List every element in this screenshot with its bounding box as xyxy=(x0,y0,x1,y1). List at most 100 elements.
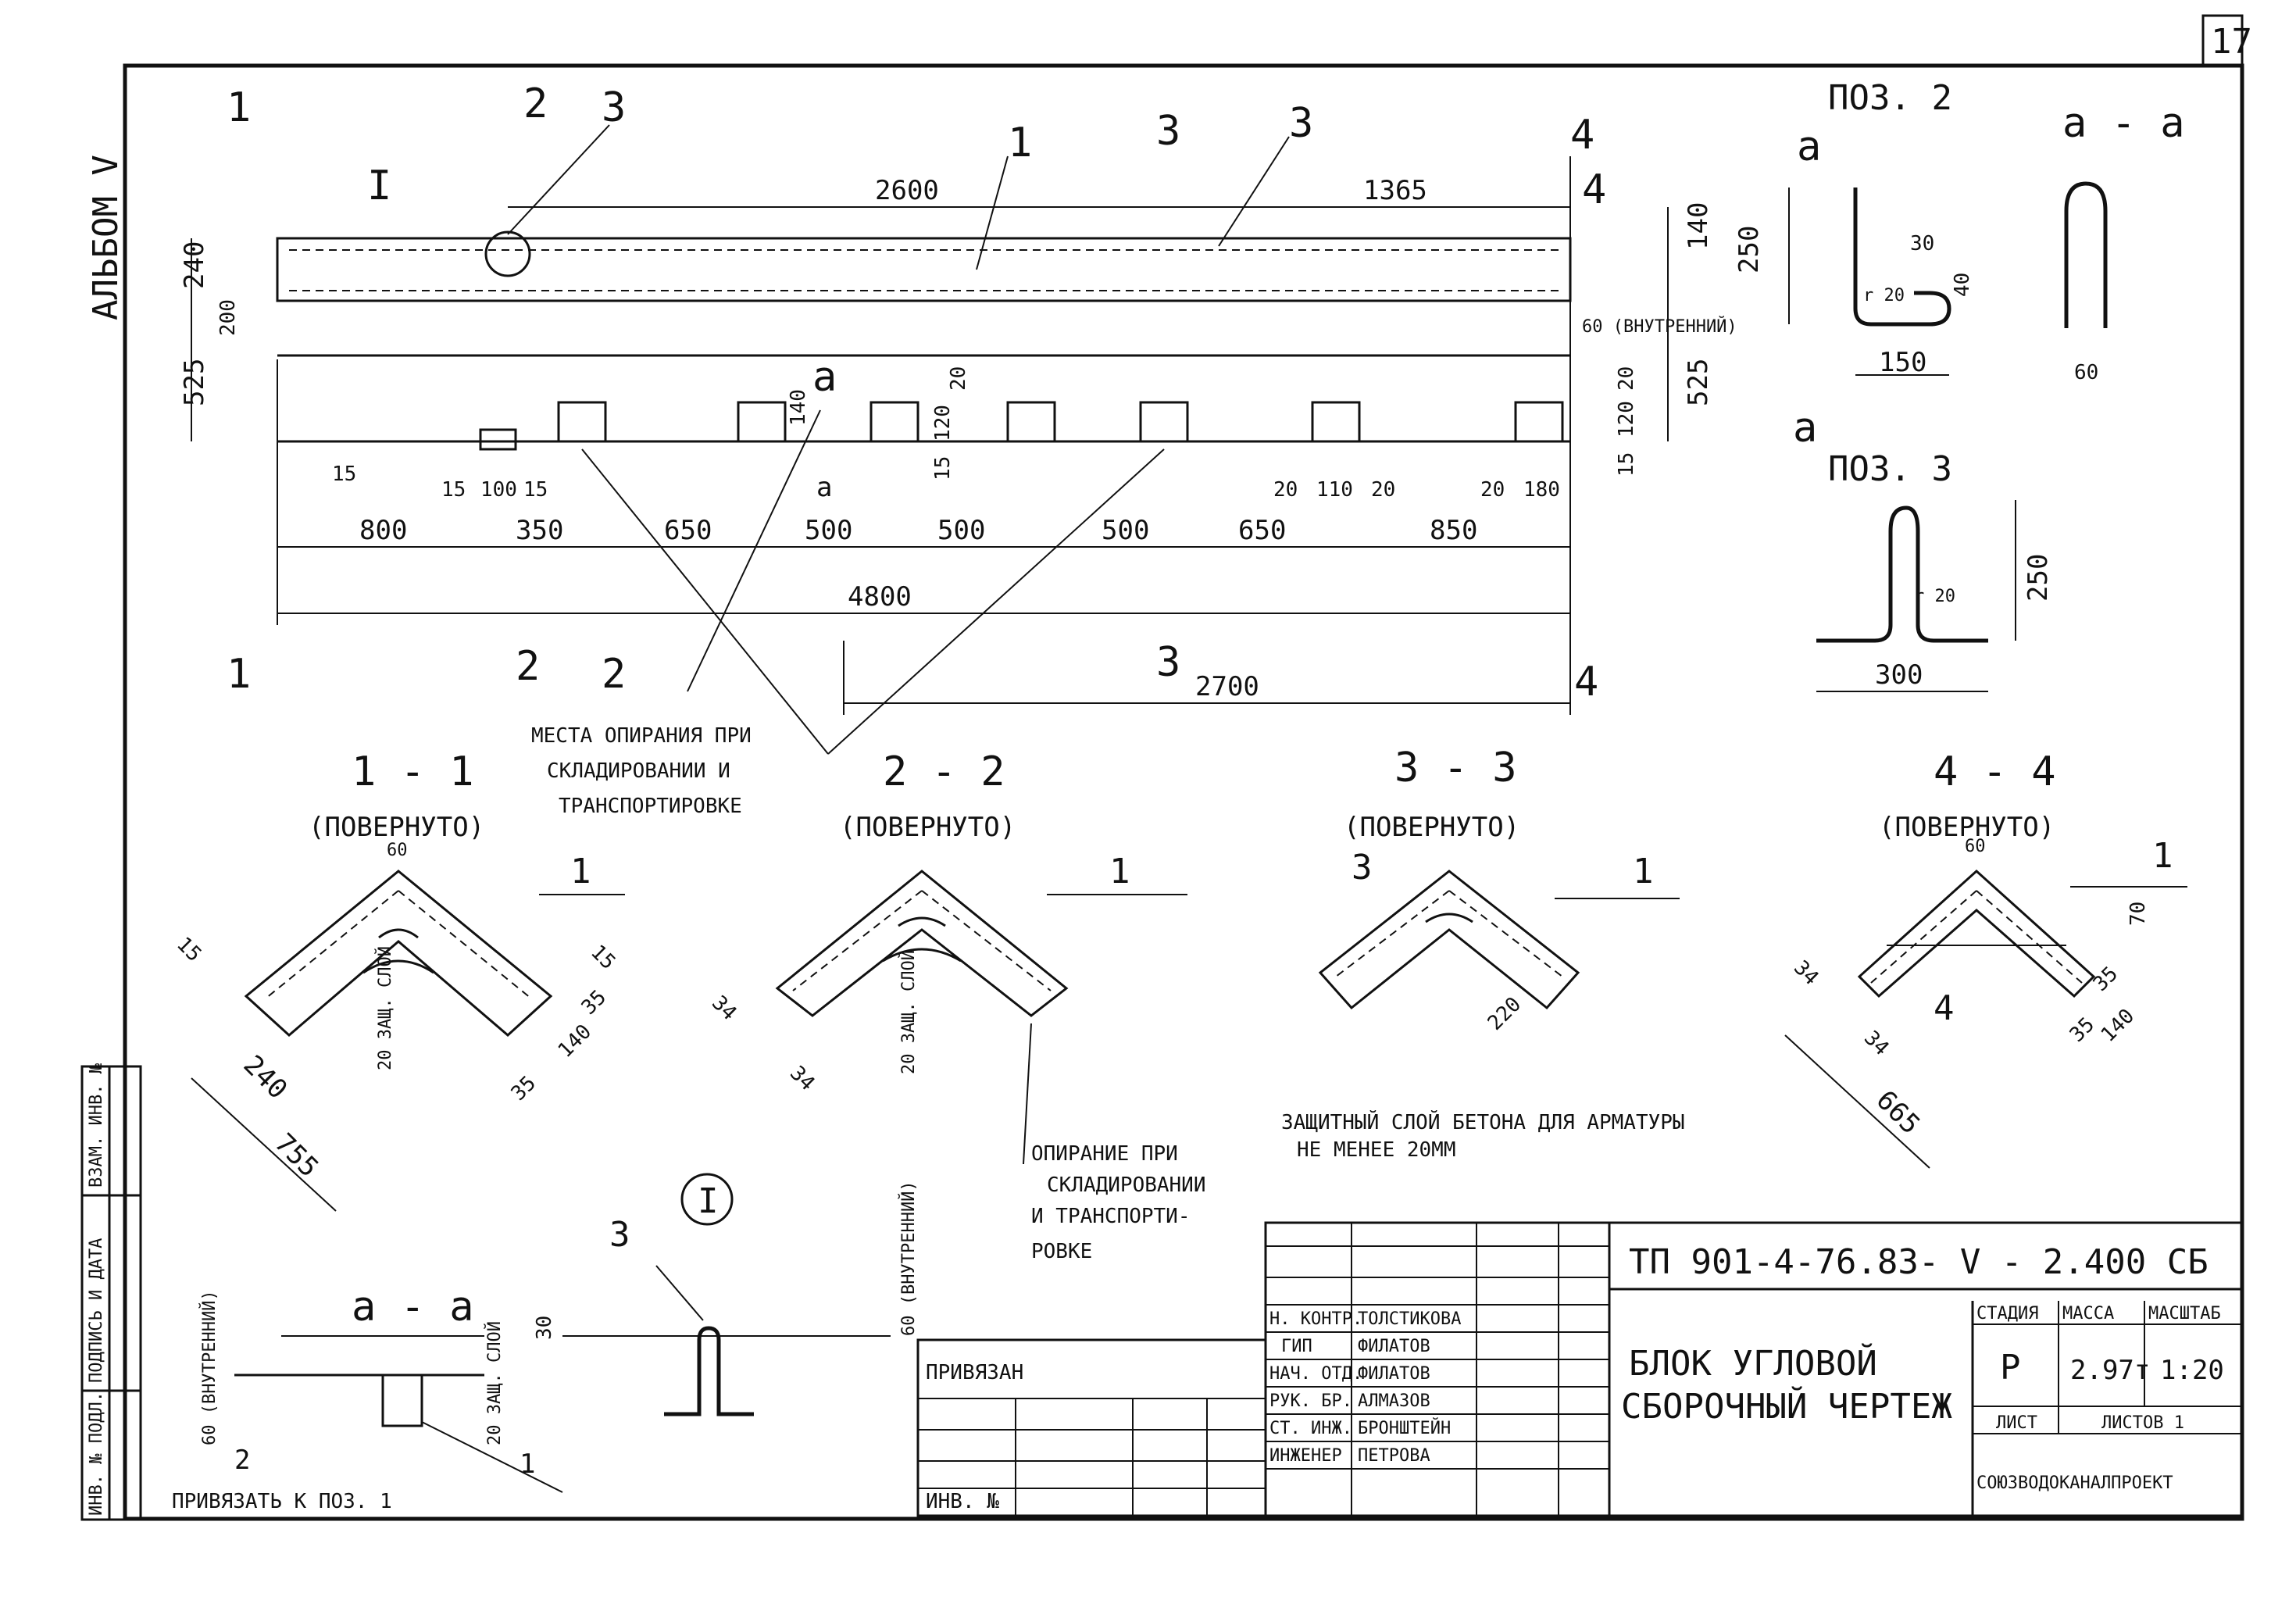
leader-line xyxy=(976,155,1009,270)
stage-value: Р xyxy=(2000,1348,2021,1388)
document-name: СБОРОЧНЫЙ ЧЕРТЕЖ xyxy=(1621,1385,1952,1427)
role: СТ. ИНЖ. xyxy=(1269,1419,1352,1438)
support-note2: И ТРАНСПОРТИ- xyxy=(1031,1205,1191,1228)
section-mark: 2 xyxy=(523,80,548,127)
role: Н. КОНТР. xyxy=(1269,1309,1362,1329)
section-dim: 140 xyxy=(2097,1005,2139,1047)
opening xyxy=(557,401,607,443)
section-aa-title: a - a xyxy=(2062,100,2185,147)
section-dim: 34 xyxy=(785,1062,819,1095)
section-aa-bottom-title: a - a xyxy=(352,1284,474,1331)
pos2-bar xyxy=(1853,188,1951,327)
sheet-number: 17 xyxy=(2211,22,2252,62)
pos2-title: ПОЗ. 2 xyxy=(1828,78,1952,118)
section-2-2: 2 - 2 (ПОВЕРНУТО) 1 34 34 20 ЗАЩ. СЛОЙ xyxy=(707,748,1187,1165)
dim-small: 15 xyxy=(441,478,466,502)
dim-small: 20 xyxy=(947,366,970,391)
dim-chain: 500 xyxy=(937,515,985,546)
side-stamp-box xyxy=(80,1065,142,1521)
support-note2: ОПИРАНИЕ ПРИ xyxy=(1031,1142,1178,1166)
section-mark: 2 xyxy=(516,643,540,690)
pos2-dim-30: 30 xyxy=(1910,232,1934,255)
section-dim: 35 xyxy=(507,1072,541,1106)
dim-small: 15 xyxy=(931,456,955,480)
opening xyxy=(737,401,787,443)
leader-line xyxy=(655,1265,704,1321)
section-bar-label: 1 xyxy=(1109,852,1130,891)
dim-line xyxy=(191,1077,337,1212)
section-rebar xyxy=(882,916,962,963)
pos3-dim-250: 250 xyxy=(2023,554,2054,602)
person-name: АЛМАЗОВ xyxy=(1358,1391,1430,1411)
dim-small: 20 xyxy=(1273,478,1298,502)
support-note2: СКЛАДИРОВАНИИ xyxy=(1047,1173,1206,1197)
linked-label: ПРИВЯЗАН xyxy=(926,1361,1023,1384)
section-rebar xyxy=(1335,890,1563,977)
title-block: ПРИВЯЗАН ИНВ. № Н. КОНТР. ГИП НАЧ. ОТД. … xyxy=(916,1221,2244,1517)
dim-525: 525 xyxy=(179,359,210,406)
role: ИНЖЕНЕР xyxy=(1269,1446,1342,1466)
leader-line xyxy=(1218,136,1290,247)
person-name: ТОЛСТИКОВА xyxy=(1358,1309,1461,1329)
dim-line xyxy=(1784,1034,1930,1169)
role: ГИП xyxy=(1281,1337,1312,1356)
section-3-3: 3 - 3 (ПОВЕРНУТО) 1 3 220 xyxy=(1318,745,1680,1035)
section-cover: 20 ЗАЩ. СЛОЙ xyxy=(898,950,919,1074)
section-mark: 3 xyxy=(1156,639,1180,686)
mass-value: 2.97т xyxy=(2070,1355,2150,1386)
pos2-a-mark: a xyxy=(1797,123,1821,170)
title-box xyxy=(1264,1221,2244,1517)
a-mark: a xyxy=(812,354,837,401)
leader-line xyxy=(687,409,821,692)
dim-15: 15 xyxy=(1615,452,1638,477)
person-name: ФИЛАТОВ xyxy=(1358,1337,1430,1356)
pos2-dim-150: 150 xyxy=(1879,347,1926,378)
leader-line xyxy=(1023,1023,1032,1165)
leader-line xyxy=(581,448,829,755)
opening xyxy=(1514,401,1564,443)
dim-chain: 650 xyxy=(664,515,712,546)
section-aa-bottom-label: 60 (ВНУТРЕННИЙ) xyxy=(199,1290,220,1445)
section-title: 1 - 1 xyxy=(352,748,474,795)
dim-chain: 350 xyxy=(516,515,563,546)
dim-small: 20 xyxy=(1371,478,1395,502)
section-dim: 15 xyxy=(586,941,620,974)
opening xyxy=(1311,401,1361,443)
section-aa-bar xyxy=(2064,181,2108,328)
section-dim: 755 xyxy=(269,1127,325,1184)
section-mark: 4 xyxy=(1570,112,1594,159)
dim-small: 110 xyxy=(1316,478,1353,502)
position-label: 3 xyxy=(1289,100,1313,147)
section-pos: 4 xyxy=(1934,988,1955,1028)
section-aa-dim: 60 xyxy=(2074,361,2098,384)
opening xyxy=(1006,401,1056,443)
document-name: БЛОК УГЛОВОЙ xyxy=(1629,1342,1877,1384)
dim-small: 180 xyxy=(1523,478,1560,502)
section-pos: 3 xyxy=(1352,848,1373,888)
plan-view: 1 2 3 4 1 2 3 4 I 1 3 3 4 2 2600 1365 24… xyxy=(179,80,1737,818)
album-label: АЛЬБОМ V xyxy=(86,155,126,320)
section-dim: 665 xyxy=(1870,1084,1926,1141)
section-note: (ПОВЕРНУТО) xyxy=(309,812,484,843)
stage-label: СТАДИЯ xyxy=(1976,1304,2038,1323)
support-note: СКЛАДИРОВАНИИ И xyxy=(547,759,730,783)
pos3-detail: ПОЗ. 3 250 r 20 300 xyxy=(1816,449,2054,692)
dim-1365: 1365 xyxy=(1363,175,1427,206)
side-stamp: ИНВ. № ПОДЛ. ПОДПИСЬ И ДАТА ВЗАМ. ИНВ. № xyxy=(80,1063,142,1521)
opening xyxy=(869,401,919,443)
opening xyxy=(479,428,517,451)
section-dim: 34 xyxy=(1789,956,1823,990)
scale-value: 1:20 xyxy=(2160,1355,2224,1386)
node-detail: I 3 30 60 (ВНУТРЕННИЙ) xyxy=(533,1173,919,1416)
position-label: 1 xyxy=(1008,120,1032,166)
node-detail-bar xyxy=(664,1326,754,1416)
section-rebar xyxy=(1870,890,2083,984)
dim-2700: 2700 xyxy=(1195,671,1259,702)
section-bar xyxy=(381,1373,423,1427)
dim-20: 20 xyxy=(1615,366,1638,391)
section-cover: 20 ЗАЩ. СЛОЙ xyxy=(375,946,395,1070)
dim-120: 120 xyxy=(1615,401,1638,438)
section-mark: 1 xyxy=(227,84,251,131)
dim-240: 240 xyxy=(179,241,210,289)
